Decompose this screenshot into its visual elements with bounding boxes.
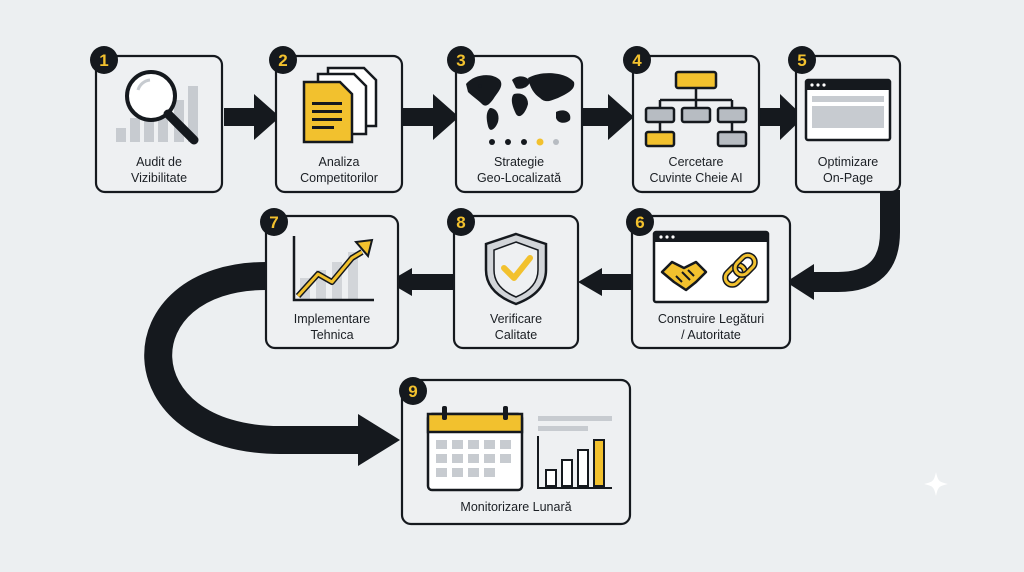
arrow-4-to-5 xyxy=(760,94,804,140)
step-2-label-line1: Analiza xyxy=(319,155,360,169)
step-card-4: Cercetare Cuvinte Cheie AI xyxy=(631,54,761,194)
step-card-7: Implementare Tehnica xyxy=(264,214,400,350)
step-5-label-line2: On-Page xyxy=(823,171,873,185)
step-4-label-line1: Cercetare xyxy=(669,155,724,169)
svg-text:9: 9 xyxy=(408,382,417,401)
step-8-label-line1: Verificare xyxy=(490,312,542,326)
step-card-1: Audit de Vizibilitate xyxy=(94,54,224,194)
svg-text:6: 6 xyxy=(635,213,644,232)
step-card-8: Verificare Calitate xyxy=(452,214,580,350)
step-2-label-line2: Competitorilor xyxy=(300,171,378,185)
arrow-1-to-2 xyxy=(224,94,280,140)
step-4-label-line2: Cuvinte Cheie AI xyxy=(649,171,742,185)
step-card-6: Construire Legături / Autoritate xyxy=(630,214,792,350)
step-5-label-line1: Optimizare xyxy=(818,155,878,169)
step-6-label-line2: / Autoritate xyxy=(681,328,741,342)
step-badge-2: 2 xyxy=(269,46,297,74)
step-1-label-line1: Audit de xyxy=(136,155,182,169)
step-badges: 1 2 3 4 5 6 8 7 xyxy=(90,46,816,405)
step-card-9: Monitorizare Lunară xyxy=(400,378,632,526)
svg-text:1: 1 xyxy=(99,51,108,70)
sparkle-icon xyxy=(924,472,948,496)
documents-icon xyxy=(302,66,378,144)
arrow-7-to-9 xyxy=(144,262,400,466)
handshake-link-icon xyxy=(652,230,770,304)
svg-text:8: 8 xyxy=(456,213,465,232)
step-1-label-line2: Vizibilitate xyxy=(131,171,187,185)
step-badge-6: 6 xyxy=(626,208,654,236)
arrow-2-to-3 xyxy=(403,94,459,140)
step-9-label: Monitorizare Lunară xyxy=(460,500,571,514)
svg-text:7: 7 xyxy=(269,213,278,232)
step-8-label-line2: Calitate xyxy=(495,328,537,342)
step-badge-8: 8 xyxy=(447,208,475,236)
calendar-chart-icon xyxy=(426,406,612,492)
step-7-label-line2: Tehnica xyxy=(310,328,353,342)
step-badge-1: 1 xyxy=(90,46,118,74)
step-card-5: Optimizare On-Page xyxy=(794,54,902,194)
magnifier-chart-icon xyxy=(116,70,199,145)
world-map-icon xyxy=(466,73,575,130)
svg-text:4: 4 xyxy=(632,51,642,70)
step-7-label-line1: Implementare xyxy=(294,312,370,326)
step-3-label-line1: Strategie xyxy=(494,155,544,169)
step-6-label-line1: Construire Legături xyxy=(658,312,764,326)
step-badge-7: 7 xyxy=(260,208,288,236)
flowchart-icon xyxy=(644,70,748,148)
svg-text:2: 2 xyxy=(278,51,287,70)
step-badge-9: 9 xyxy=(399,377,427,405)
svg-text:5: 5 xyxy=(797,51,806,70)
growth-chart-icon xyxy=(292,236,374,302)
step-card-2: Analiza Competitorilor xyxy=(274,54,404,194)
step-badge-5: 5 xyxy=(788,46,816,74)
svg-text:3: 3 xyxy=(456,51,465,70)
step-badge-4: 4 xyxy=(623,46,651,74)
step-card-3: Strategie Geo-Localizată xyxy=(454,54,584,194)
connectors xyxy=(144,94,900,466)
arrow-8-to-7 xyxy=(388,268,454,296)
shield-check-icon xyxy=(484,232,548,306)
arrow-5-to-6 xyxy=(786,190,900,300)
step-3-label-line2: Geo-Localizată xyxy=(477,171,561,185)
arrow-6-to-8 xyxy=(578,268,632,296)
browser-window-icon xyxy=(804,78,892,142)
step-badge-3: 3 xyxy=(447,46,475,74)
arrow-3-to-4 xyxy=(582,94,634,140)
carousel-dots xyxy=(489,138,559,146)
